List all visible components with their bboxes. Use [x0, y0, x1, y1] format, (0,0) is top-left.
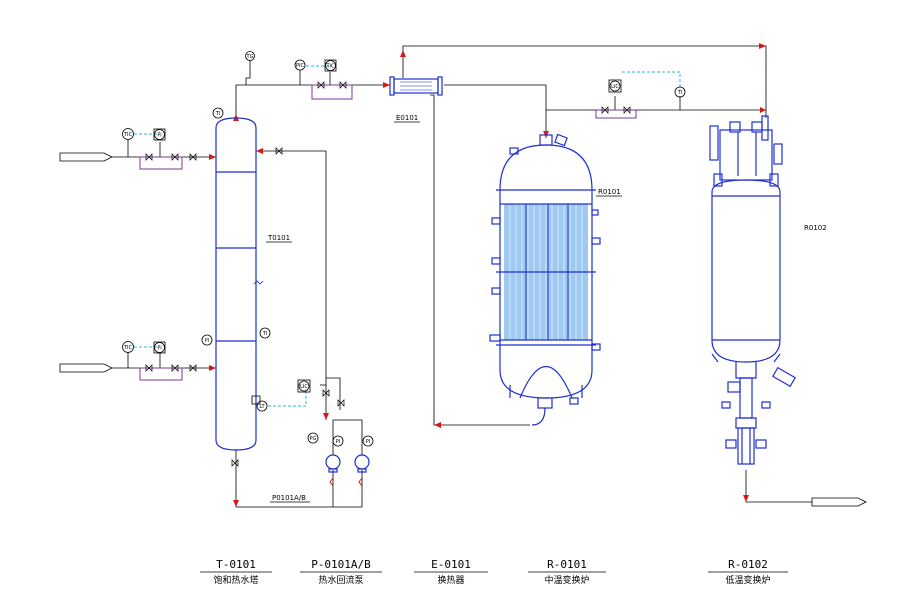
instrument-tic-lower[interactable]: TIC — [122, 341, 134, 353]
equipment-legend: T-0101 饱和热水塔 P-0101A/B 热水回流泵 E-0101 换热器 … — [200, 558, 788, 586]
instrument-pi-column[interactable]: PI — [201, 334, 213, 346]
svg-text:TIC: TIC — [123, 345, 133, 351]
product-outlet — [811, 497, 867, 507]
legend-item-t0101: T-0101 饱和热水塔 — [200, 558, 272, 586]
legend-item-e0101: E-0101 换热器 — [414, 558, 488, 586]
feed-inlet-upper — [59, 152, 113, 162]
svg-text:PI: PI — [205, 338, 210, 344]
instrument-tg[interactable]: TG — [245, 51, 255, 61]
svg-text:TI: TI — [677, 90, 683, 96]
svg-text:PG: PG — [310, 436, 317, 442]
svg-text:换热器: 换热器 — [437, 574, 464, 586]
instrument-fi-lower[interactable]: FI — [153, 341, 166, 354]
svg-text:FI: FI — [157, 346, 161, 352]
pump-label: P0101A/B — [272, 494, 306, 502]
exchanger-e0101[interactable]: E0101 — [389, 76, 443, 123]
svg-text:PI: PI — [336, 439, 341, 445]
pumps-p0101[interactable]: P0101A/B — [270, 454, 370, 503]
reactor-r0101[interactable]: R0101 — [489, 133, 622, 426]
instrument-pi-pump-b[interactable]: PI — [362, 435, 374, 447]
instrument-pic-header[interactable]: TIC — [324, 59, 337, 72]
svg-text:FI: FI — [157, 133, 161, 139]
offpage-connectors — [59, 152, 867, 507]
instrument-ti-header[interactable]: PIC — [294, 59, 306, 71]
instrument-tic-upper[interactable]: TIC — [122, 128, 134, 140]
column-label: T0101 — [267, 234, 290, 242]
instrument-lic-valve[interactable]: LIC — [297, 379, 311, 393]
svg-text:T-0101: T-0101 — [216, 558, 256, 571]
svg-text:TIC: TIC — [123, 132, 133, 138]
instrument-ti-reactor-line[interactable]: TI — [674, 86, 686, 98]
svg-text:TI: TI — [262, 331, 268, 337]
svg-text:R-0102: R-0102 — [728, 558, 768, 571]
svg-text:TIC: TIC — [325, 64, 335, 70]
legend-item-r0102: R-0102 低温变换炉 — [708, 558, 788, 586]
reactor-r0102[interactable]: R0102 — [709, 115, 827, 465]
svg-text:PIC: PIC — [296, 63, 304, 69]
reactor-low-label: R0102 — [804, 224, 827, 232]
svg-text:R-0101: R-0101 — [547, 558, 587, 571]
column-t0101[interactable]: T0101 — [215, 117, 292, 451]
flow-arrows — [209, 43, 766, 507]
reactor-mid-label: R0101 — [598, 188, 621, 196]
demister-icon — [253, 280, 264, 285]
svg-text:LIC: LIC — [300, 384, 308, 390]
svg-text:热水回流泵: 热水回流泵 — [318, 574, 363, 586]
instrument-ti-top[interactable]: TI — [212, 107, 224, 119]
svg-text:LT: LT — [259, 404, 265, 410]
legend-item-p0101: P-0101A/B 热水回流泵 — [300, 558, 382, 586]
instrument-tic-reactor-line[interactable]: LIC — [608, 79, 622, 93]
exchanger-label: E0101 — [396, 114, 418, 122]
legend-item-r0101: R-0101 中温变换炉 — [528, 558, 606, 586]
svg-text:PI: PI — [366, 439, 371, 445]
svg-text:P-0101A/B: P-0101A/B — [311, 558, 371, 571]
instrument-ti-column[interactable]: TI — [259, 327, 271, 339]
instrument-lt-column[interactable]: LT — [251, 395, 268, 412]
valves — [145, 81, 631, 467]
svg-text:低温变换炉: 低温变换炉 — [725, 574, 770, 586]
instrument-pi-pump-a[interactable]: PI — [332, 435, 344, 447]
svg-text:TG: TG — [246, 54, 254, 60]
feed-inlet-lower — [59, 363, 113, 373]
bypass-lines — [139, 84, 637, 381]
svg-text:中温变换炉: 中温变换炉 — [544, 574, 589, 586]
svg-text:LIC: LIC — [611, 84, 619, 90]
instrument-pg-pump[interactable]: PG — [307, 432, 319, 444]
svg-text:饱和热水塔: 饱和热水塔 — [213, 574, 258, 586]
svg-text:TI: TI — [215, 111, 221, 117]
svg-text:E-0101: E-0101 — [431, 558, 471, 571]
signal-lines — [134, 65, 681, 407]
instrument-fi-upper[interactable]: FI — [153, 128, 166, 141]
instruments: TG TI PIC TIC TIC FI TIC — [122, 51, 686, 447]
